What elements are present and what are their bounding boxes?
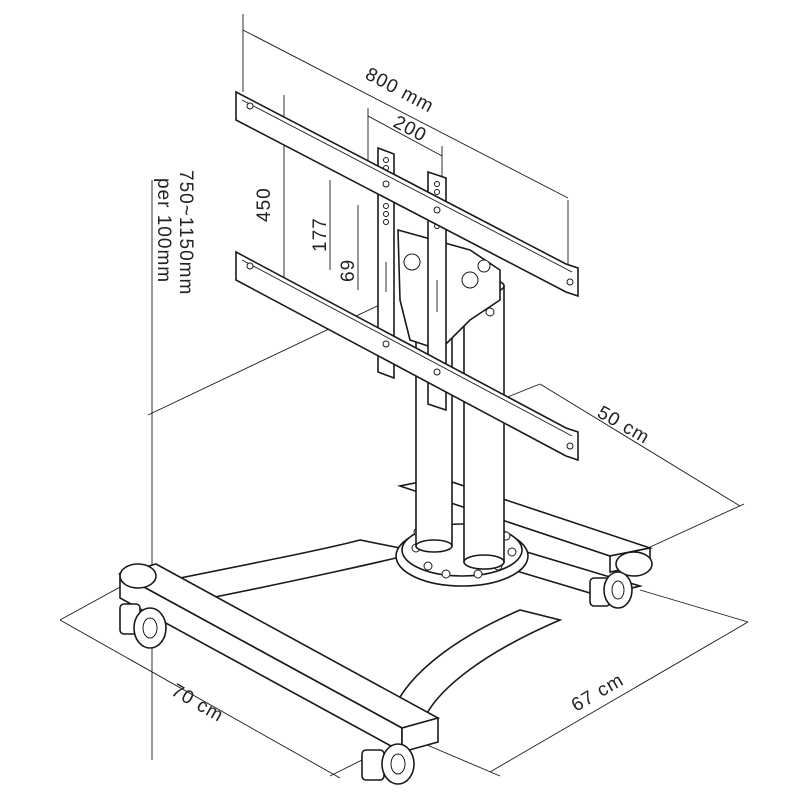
dim-label-69: 69 bbox=[338, 259, 359, 282]
dim-label-800mm: 800 mm bbox=[362, 64, 438, 118]
caster-front-left bbox=[119, 603, 167, 649]
dim-label-450: 450 bbox=[254, 187, 275, 222]
dim-label-200: 200 bbox=[390, 112, 430, 147]
dim-label-height-range: 750~1150mm bbox=[175, 170, 196, 295]
dim-label-70cm: 70 cm bbox=[168, 680, 228, 727]
dim-label-177: 177 bbox=[310, 217, 331, 252]
dim-label-height-step: per 100mm bbox=[153, 178, 174, 283]
column-front bbox=[463, 278, 505, 570]
caster-front-right bbox=[361, 743, 415, 785]
horizontal-rail-bottom bbox=[235, 250, 579, 462]
tilt-bracket bbox=[397, 228, 501, 351]
caster-back-right bbox=[589, 571, 633, 609]
dim-label-50cm: 50 cm bbox=[594, 402, 654, 449]
horizontal-rail-top bbox=[235, 90, 579, 298]
